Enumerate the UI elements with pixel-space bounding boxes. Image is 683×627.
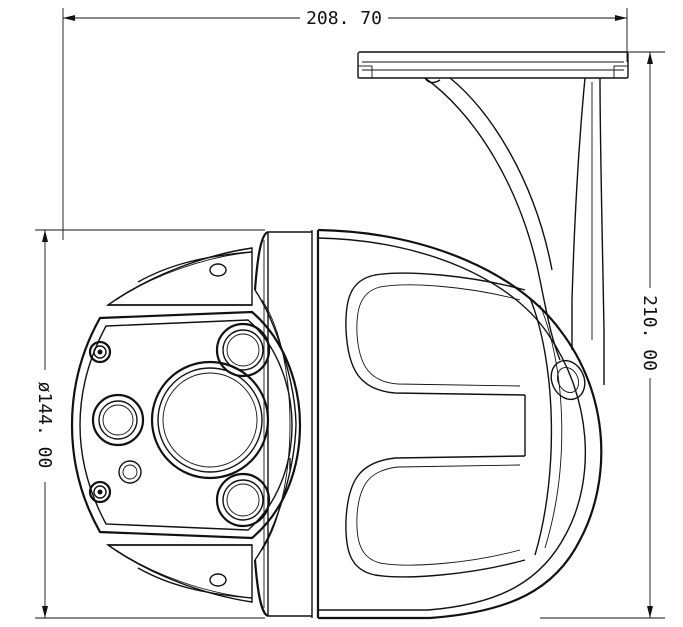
height-dimension: 210. 00 xyxy=(540,51,665,619)
mounting-bracket xyxy=(357,51,629,385)
dome-housing xyxy=(317,228,603,620)
ir-led-left xyxy=(91,393,145,447)
height-dimension-label: 210. 00 xyxy=(639,295,660,371)
light-sensor xyxy=(118,460,142,484)
diameter-dimension-label: ø144. 00 xyxy=(34,382,55,469)
width-dimension-label: 208. 70 xyxy=(306,8,382,29)
front-housing xyxy=(253,230,320,618)
lens-panel xyxy=(70,310,302,540)
diameter-dimension: ø144. 00 xyxy=(34,229,265,619)
screw-top xyxy=(88,340,112,364)
main-lens xyxy=(150,360,270,480)
bottom-visor xyxy=(105,544,253,603)
top-visor xyxy=(105,247,253,306)
ir-led-top xyxy=(215,322,271,378)
ir-led-bottom xyxy=(215,472,271,528)
width-dimension: 208. 70 xyxy=(62,8,628,240)
screw-bottom xyxy=(88,480,112,504)
